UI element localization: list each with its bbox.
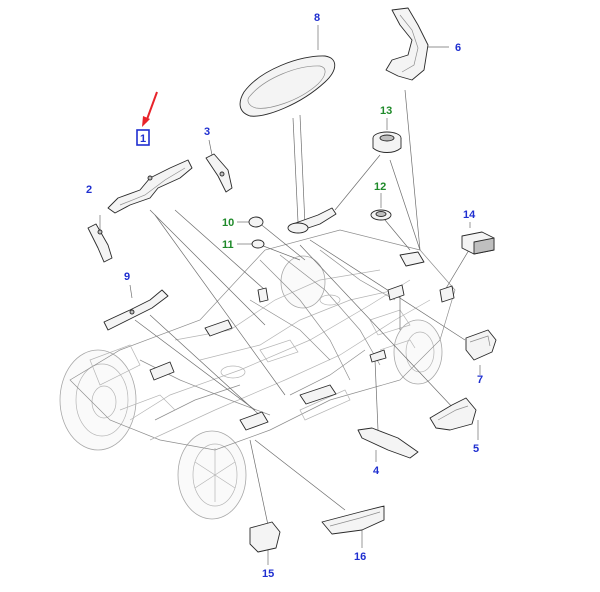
part-9 xyxy=(103,289,169,331)
callout-12[interactable]: 12 xyxy=(374,181,386,193)
callout-2[interactable]: 2 xyxy=(86,184,92,196)
part-10 xyxy=(248,216,264,228)
callout-6[interactable]: 6 xyxy=(455,42,461,54)
part-15 xyxy=(249,521,281,553)
part-13 xyxy=(372,131,402,153)
part-12 xyxy=(370,209,392,221)
part-6 xyxy=(385,7,429,81)
installed-parts xyxy=(149,207,455,431)
part-7 xyxy=(465,329,497,361)
part-8 xyxy=(239,55,336,117)
front-right-wheel xyxy=(393,319,443,385)
callout-10[interactable]: 10 xyxy=(222,217,234,229)
callout-11[interactable]: 11 xyxy=(222,239,234,251)
callout-3[interactable]: 3 xyxy=(204,126,210,138)
callout-15[interactable]: 15 xyxy=(262,568,274,580)
part-2 xyxy=(87,223,113,263)
callout-7[interactable]: 7 xyxy=(477,374,483,386)
part-14 xyxy=(461,231,495,255)
callout-14[interactable]: 14 xyxy=(463,209,476,221)
callout-4[interactable]: 4 xyxy=(373,465,380,477)
rear-right-wheel xyxy=(280,255,326,309)
callout-13[interactable]: 13 xyxy=(380,105,392,117)
part-16 xyxy=(321,505,385,535)
callout-5[interactable]: 5 xyxy=(473,443,479,455)
part-5 xyxy=(429,397,477,431)
callout-9[interactable]: 9 xyxy=(124,271,130,283)
rear-left-wheel xyxy=(59,349,137,451)
vehicle-underbody-outline xyxy=(59,229,456,520)
part-1 xyxy=(107,159,193,214)
part-3 xyxy=(205,153,233,193)
part-4 xyxy=(357,427,419,459)
leader-lines xyxy=(99,25,481,565)
red-arrow-icon xyxy=(142,91,158,127)
front-left-wheel xyxy=(177,430,247,520)
callout-1-highlight-box xyxy=(136,129,150,146)
callout-8[interactable]: 8 xyxy=(314,12,320,24)
part-11 xyxy=(251,239,265,249)
callout-16[interactable]: 16 xyxy=(354,551,366,563)
callout-labels: 1 2 3 4 5 6 7 8 9 10 11 12 13 14 15 16 xyxy=(86,12,483,580)
callout-1[interactable]: 1 xyxy=(140,133,146,145)
